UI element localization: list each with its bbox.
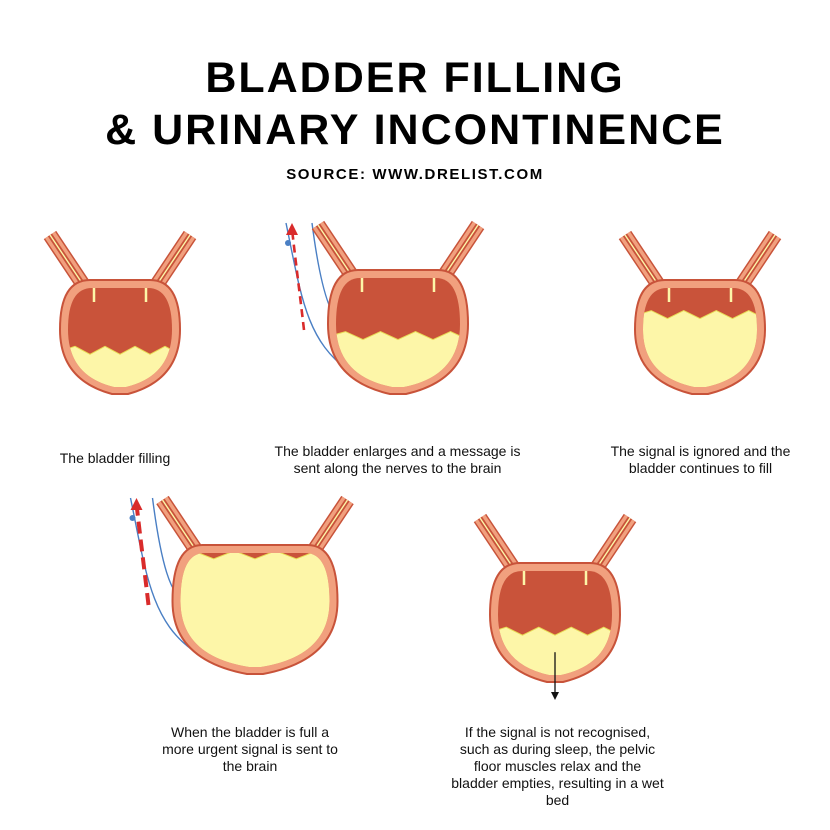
panel-signal-ignored [618, 225, 782, 410]
nerve-line [129, 497, 193, 651]
caption-2: The bladder enlarges and a message is se… [274, 443, 521, 476]
panel-bladder-empties [473, 505, 637, 710]
bladder-illustration-1 [43, 230, 197, 395]
caption-3: The signal is ignored and the bladder co… [610, 443, 791, 476]
emptying-arrowhead [551, 692, 559, 700]
panel-bladder-enlarges [250, 215, 485, 415]
signal-arrowhead [286, 223, 298, 235]
source-label: SOURCE: WWW.DRELIST.COM [286, 166, 544, 183]
signal-arrowhead [130, 498, 143, 510]
nerve-ending [285, 240, 291, 246]
panel-bladder-filling [40, 225, 200, 410]
signal-arrow [134, 503, 151, 606]
bladder-illustration-3 [618, 230, 782, 395]
caption-5: If the signal is not recognised, such as… [451, 724, 664, 808]
bladder-illustration-4 [129, 495, 354, 675]
title-line-2: & URINARY INCONTINENCE [105, 106, 725, 154]
nerve-ending [129, 515, 136, 521]
urine-fill [643, 310, 757, 387]
urine-fill [180, 553, 330, 667]
panel-bladder-full [105, 490, 354, 715]
bladder-illustration-5 [473, 513, 637, 700]
title-line-1: BLADDER FILLING [205, 54, 625, 102]
caption-4: When the bladder is full a more urgent s… [162, 724, 338, 774]
bladder-illustration-2 [285, 220, 485, 395]
caption-1: The bladder filling [59, 450, 171, 466]
nerve-line [285, 222, 349, 371]
